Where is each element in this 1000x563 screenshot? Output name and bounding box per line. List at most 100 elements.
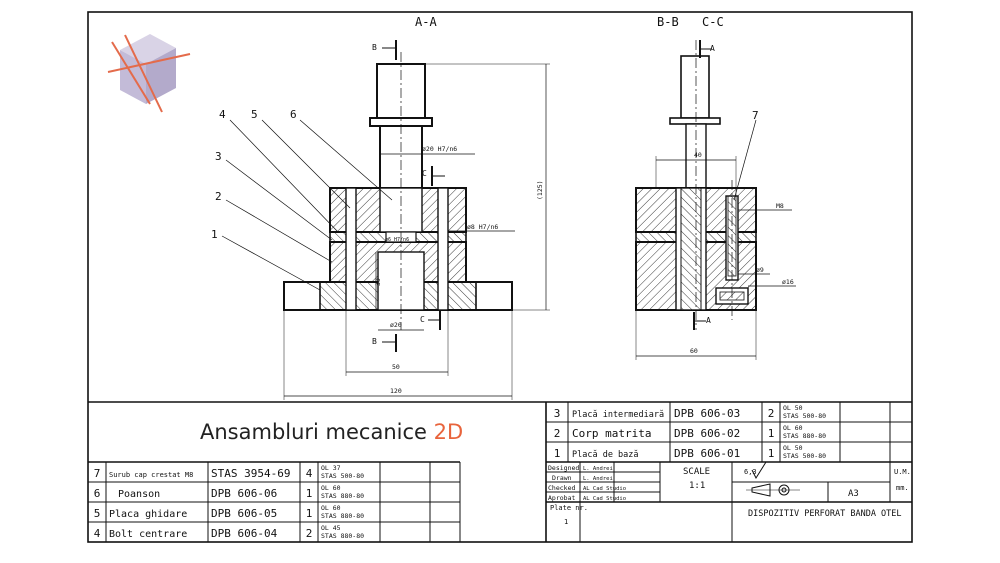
marker-a-bottom: A [706, 316, 711, 325]
parts-lower-name: Surub cap crestat M8 [109, 471, 193, 479]
parts-upper-mat1: OL 50 [783, 444, 803, 452]
parts-upper-name: Placă intermediară [572, 410, 664, 420]
dim-w50: 50 [392, 363, 400, 371]
parts-upper-code: DPB 606-03 [674, 407, 740, 420]
scale-label: SCALE [683, 467, 710, 477]
dim-d6-fit: ø6 H7/n6 [385, 237, 409, 243]
designed-label: Designed [548, 464, 579, 472]
section-title-c: C-C [702, 15, 724, 29]
designed-value: L. Andrei [583, 466, 613, 472]
view-section-bb-cc: A A 40 M8 ø9 ø16 60 7 [635, 40, 796, 360]
parts-table-upper [546, 402, 912, 463]
caption-accent: 2D [433, 420, 464, 444]
dim-d16: ø16 [782, 278, 794, 286]
dim-d20-fit: ø20 H7/n6 [422, 145, 457, 153]
marker-b-bottom: B [372, 337, 377, 346]
dim-m8: M8 [776, 202, 784, 210]
drawing-title: DISPOZITIV PERFORAT BANDA OTEL [748, 509, 902, 519]
callout-1: 1 [211, 228, 218, 241]
parts-lower-name: Poanson [118, 489, 160, 500]
marker-b-top: B [372, 43, 377, 52]
checked-label: Checked [548, 484, 575, 492]
callout-7: 7 [752, 109, 759, 122]
section-title-b: B-B [657, 15, 679, 29]
parts-upper-code: DPB 606-01 [674, 447, 740, 460]
parts-lower-mat2: STAS 880-80 [321, 532, 364, 540]
callout-6: 6 [290, 108, 297, 121]
dim-h30: 30 [374, 278, 382, 286]
caption-text: Ansambluri mecanice [200, 420, 427, 444]
drawn-value: L. Andrei [583, 476, 613, 482]
approved-value: AL Cad Studio [583, 496, 626, 502]
parts-upper-no: 1 [554, 447, 561, 460]
marker-a-top: A [710, 44, 715, 53]
parts-lower-no: 5 [94, 507, 101, 520]
checked-value: AL Cad Studio [583, 486, 626, 492]
plate-label: Plate nr. [550, 504, 588, 512]
drawn-label: Drawn [552, 474, 572, 482]
dim-h125: (125) [536, 180, 544, 200]
dim-d8-fit: ø8 H7/n6 [467, 223, 498, 231]
parts-lower-no: 7 [94, 467, 101, 480]
parts-upper-no: 3 [554, 407, 561, 420]
parts-lower-qty: 4 [306, 467, 313, 480]
parts-upper-qty: 1 [768, 447, 775, 460]
roughness-symbol-icon [751, 461, 767, 480]
um-label: U.M. [894, 468, 911, 476]
parts-lower-code: DPB 606-04 [211, 527, 278, 540]
parts-upper-mat2: STAS 880-80 [783, 432, 826, 440]
parts-lower-no: 6 [94, 487, 101, 500]
parts-upper-mat1: OL 50 [783, 404, 803, 412]
plate-value: 1 [564, 518, 568, 526]
callout-5: 5 [251, 108, 258, 121]
drawing-frame [87, 11, 913, 543]
parts-lower-mat2: STAS 500-80 [321, 472, 364, 480]
view-section-aa: B C C B ø20 H7/n6 ø8 H7/n6 ø6 H7/n6 ø20 … [211, 40, 550, 400]
roughness-value: 6,3 [744, 468, 757, 476]
dim-w60: 60 [690, 347, 698, 355]
parts-lower-no: 4 [94, 527, 101, 540]
section-title-a: A-A [415, 15, 437, 29]
parts-lower-qty: 1 [306, 487, 313, 500]
callout-3: 3 [215, 150, 222, 163]
approved-label: Aprobat [548, 494, 575, 502]
marker-c-upper: C [422, 169, 427, 178]
projection-symbol-icon [746, 483, 800, 497]
parts-lower-code: STAS 3954-69 [211, 467, 290, 480]
title-block [546, 462, 912, 542]
parts-lower-mat1: OL 37 [321, 464, 341, 472]
parts-upper-name: Corp matrita [572, 427, 651, 440]
marker-c-lower: C [420, 315, 425, 324]
parts-lower-qty: 2 [306, 527, 313, 540]
parts-lower-name: Placa ghidare [109, 509, 187, 520]
parts-lower-mat2: STAS 880-80 [321, 492, 364, 500]
parts-upper-mat2: STAS 500-80 [783, 452, 826, 460]
parts-lower-mat1: OL 45 [321, 524, 341, 532]
callout-4: 4 [219, 108, 226, 121]
parts-lower-mat2: STAS 880-80 [321, 512, 364, 520]
format-value: A3 [848, 489, 859, 499]
parts-lower-qty: 1 [306, 507, 313, 520]
parts-upper-name: Placă de bază [572, 450, 639, 460]
dim-w40: 40 [694, 151, 702, 159]
scale-value: 1:1 [689, 481, 705, 491]
parts-upper-code: DPB 606-02 [674, 427, 740, 440]
cube-logo-icon [107, 34, 191, 113]
parts-lower-code: DPB 606-06 [211, 487, 277, 500]
slide-caption: Ansambluri mecanice 2D [200, 420, 463, 444]
parts-upper-mat2: STAS 500-80 [783, 412, 826, 420]
parts-lower-code: DPB 606-05 [211, 507, 277, 520]
parts-upper-no: 2 [554, 427, 561, 440]
parts-lower-name: Bolt centrare [109, 529, 187, 540]
dim-w120: 120 [390, 387, 402, 395]
parts-lower-mat1: OL 60 [321, 504, 341, 512]
dim-d9: ø9 [756, 266, 764, 274]
dim-d20: ø20 [390, 321, 402, 329]
parts-upper-qty: 1 [768, 427, 775, 440]
parts-upper-mat1: OL 60 [783, 424, 803, 432]
parts-table-lower [88, 461, 461, 542]
parts-upper-qty: 2 [768, 407, 775, 420]
um-value: mm. [896, 484, 909, 492]
parts-lower-mat1: OL 60 [321, 484, 341, 492]
